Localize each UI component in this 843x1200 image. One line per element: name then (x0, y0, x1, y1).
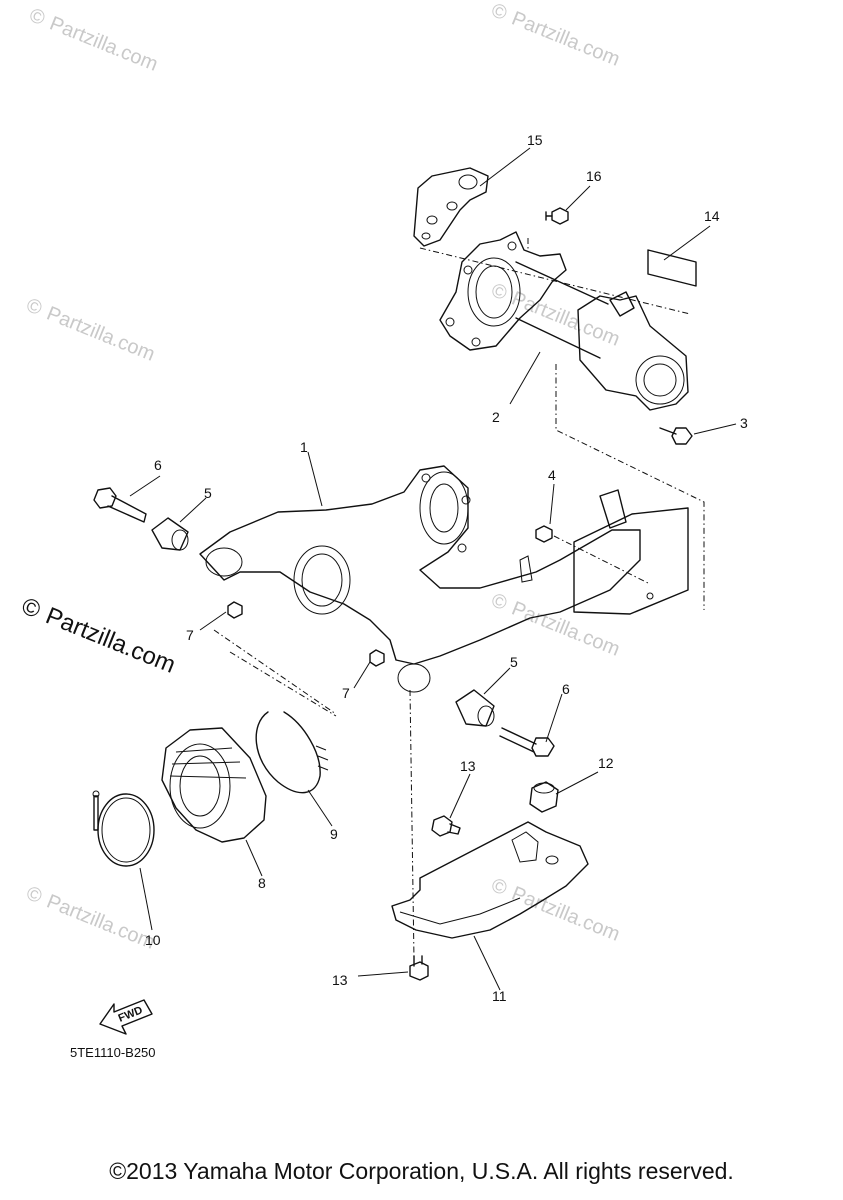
callout-13-lower: 13 (332, 972, 348, 988)
watermark-symbol: © (488, 874, 510, 900)
watermark-symbol: © (23, 294, 45, 320)
part-8-boot (161, 727, 267, 843)
callout-5-upper: 5 (204, 485, 212, 501)
part-16-bolt (545, 207, 569, 225)
fwd-label: FWD (117, 1004, 145, 1025)
callout-11: 11 (492, 988, 507, 1004)
watermark-text-main: Partzilla.com (42, 602, 179, 678)
watermark-text: Partzilla.com (44, 890, 158, 953)
callout-16: 16 (586, 168, 602, 184)
part-4-nut (535, 525, 553, 543)
callout-15: 15 (527, 132, 543, 148)
diagram-code: 5TE1110-B250 (70, 1045, 156, 1060)
callout-12: 12 (598, 755, 614, 771)
watermark-symbol: © (488, 0, 510, 25)
watermark-symbol: © (488, 589, 510, 615)
watermark-text: Partzilla.com (47, 12, 161, 75)
copyright: ©2013 Yamaha Motor Corporation, U.S.A. A… (109, 1158, 734, 1184)
watermark-text: Partzilla.com (509, 7, 623, 70)
fwd-arrow: FWD (99, 999, 153, 1035)
part-5-bushing-upper (151, 517, 189, 551)
part-6-bolt-upper (93, 487, 147, 523)
leader-lines (129, 147, 737, 991)
callout-10: 10 (145, 932, 161, 948)
watermark-text: Partzilla.com (509, 882, 623, 945)
part-1-swingarm (199, 465, 689, 693)
part-12-damper (529, 781, 559, 813)
part-9-ring (255, 711, 329, 794)
part-14-label (647, 249, 697, 287)
callout-5-lower: 5 (510, 654, 518, 670)
part-5-bushing-lower (455, 689, 495, 727)
callout-4: 4 (548, 467, 556, 483)
callout-13-upper: 13 (460, 758, 476, 774)
part-15-bracket (413, 167, 489, 247)
part-10-clamp (92, 790, 155, 867)
callout-1: 1 (300, 439, 308, 455)
callout-14: 14 (704, 208, 720, 224)
callout-7-upper: 7 (186, 627, 194, 643)
part-13-bolt-lower (409, 955, 429, 981)
watermark-symbol: © (26, 4, 48, 30)
part-7-nut-upper (227, 601, 243, 619)
callout-6-lower: 6 (562, 681, 570, 697)
part-2-axle-housing (439, 231, 689, 411)
watermark-symbol-main: © (18, 593, 45, 625)
part-6-bolt-lower (499, 727, 555, 757)
callout-3: 3 (740, 415, 748, 431)
part-7-nut-lower (369, 649, 385, 667)
watermark-symbol: © (23, 882, 45, 908)
callout-6-upper: 6 (154, 457, 162, 473)
callout-7-lower: 7 (342, 685, 350, 701)
part-13-bolt-upper (431, 815, 461, 837)
watermark-text: Partzilla.com (44, 302, 158, 365)
alignment-lines (213, 238, 705, 961)
callout-9: 9 (330, 826, 338, 842)
callout-8: 8 (258, 875, 266, 891)
part-3-bolt (659, 427, 693, 445)
watermark-text: Partzilla.com (509, 597, 623, 660)
watermark-symbol: © (488, 279, 510, 305)
part-11-guard (391, 821, 589, 939)
callouts: 15 16 14 2 3 1 6 5 4 7 7 5 6 12 13 9 8 1… (145, 132, 748, 1004)
callout-2: 2 (492, 409, 500, 425)
